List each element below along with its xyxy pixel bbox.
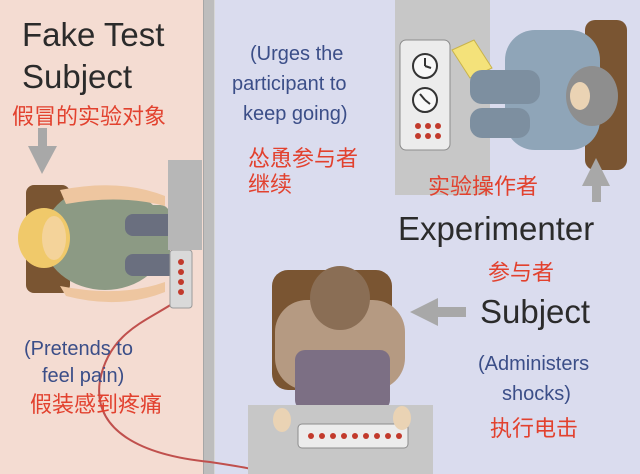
fake-subject-title-line2: Subject bbox=[22, 60, 132, 93]
subject-title: Subject bbox=[480, 295, 590, 328]
subject-head bbox=[310, 266, 370, 330]
arrow-down-icon bbox=[28, 128, 57, 174]
fake-subject-title-cn: 假冒的实验对象 bbox=[12, 104, 166, 130]
arrow-left-icon bbox=[410, 298, 466, 326]
fake-subject-title-line1: Fake Test bbox=[22, 18, 164, 51]
subject-title-cn: 参与者 bbox=[488, 260, 554, 286]
experimenter-desc-cn-line1: 怂恿参与者 bbox=[248, 146, 358, 172]
subject-desc-line1: (Administers bbox=[478, 352, 589, 377]
subject-desc-line2: shocks) bbox=[502, 382, 571, 407]
experimenter-desc-line3: keep going) bbox=[243, 102, 348, 127]
experimenter-desc-line2: participant to bbox=[232, 72, 347, 97]
fake-subject-desc-line1: (Pretends to bbox=[24, 337, 133, 362]
experimenter-title: Experimenter bbox=[398, 212, 594, 245]
fake-subject-desc-line2: feel pain) bbox=[42, 364, 124, 389]
experimenter-desc-line1: (Urges the bbox=[250, 42, 343, 67]
subject-desc-cn: 执行电击 bbox=[490, 416, 578, 442]
fake-subject-desc-cn: 假装感到疼痛 bbox=[30, 392, 162, 418]
experimenter-desc-cn-line2: 继续 bbox=[248, 172, 292, 198]
experimenter-title-cn: 实验操作者 bbox=[428, 174, 538, 200]
